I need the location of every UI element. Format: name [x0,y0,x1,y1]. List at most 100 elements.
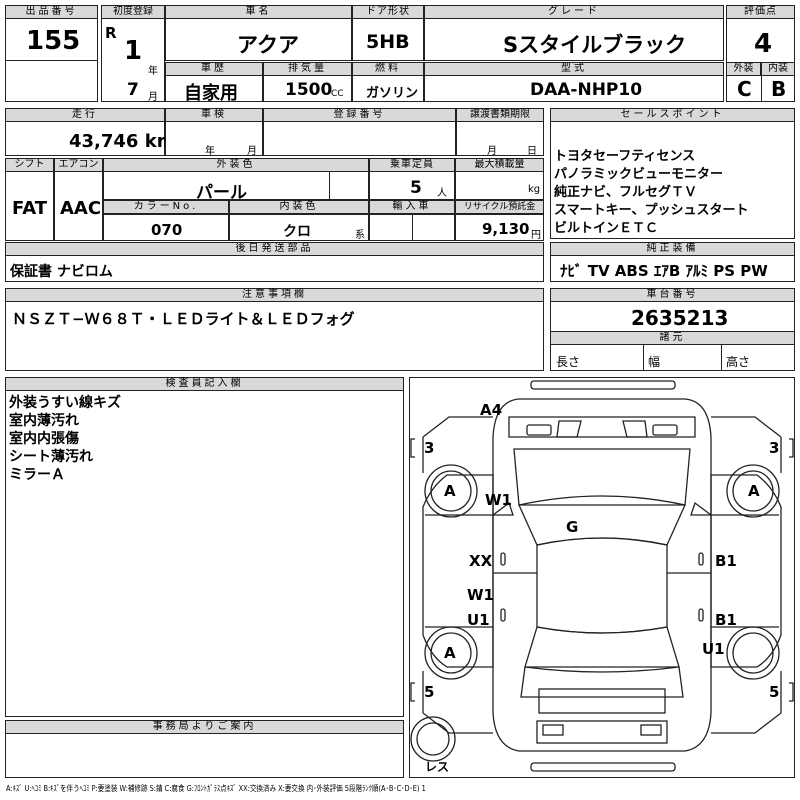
tread-fl: 3 [424,439,435,457]
overall-score: 4 [754,29,773,59]
sales-item: 純正ナビ、フルセグＴＶ [554,185,698,200]
ac-header: エアコン [54,158,103,172]
grade-header: グレード [424,5,724,19]
maxload-header: 最大積載量 [455,158,544,172]
tread-rl: 5 [424,683,435,701]
capacity-unit: 人 [437,188,447,199]
dims-header: 諸元 [550,331,795,345]
spare-label: レス [425,760,450,774]
sales-item: トヨタセーフティセンス [554,149,696,164]
ext-color-header: 外装色 [103,158,369,172]
reg-month: 7 [127,80,139,100]
car-diagram [410,380,794,772]
inspector-item: 室内薄汚れ [9,413,79,429]
notes-value: ＮＳＺＴ−Ｗ６８Ｔ・ＬＥＤライト＆ＬＥＤフォグ [12,310,355,328]
fuel-header: 燃料 [352,62,424,76]
label-a4: A4 [480,401,503,419]
ext-color-value: パール [196,183,247,203]
notes-header: 注意事項欄 [5,288,544,302]
later-parts-value: 保証書 ナビロム [10,264,113,280]
int-color-value: クロ [283,224,311,240]
shift-value: FAT [12,198,48,219]
sales-list: トヨタセーフティセンス パノラミックビューモニター 純正ナビ、フルセグＴＶ スマ… [554,148,748,238]
transfer-month-unit: 月 [487,146,497,157]
inspector-item: ミラーＡ [9,467,65,483]
genuine-value: ﾅﾋﾞ TV ABS ｴｱB ｱﾙﾐ PS PW [560,262,768,280]
inspection-header: 車検 [165,108,263,122]
cc-unit: CC [331,89,344,99]
import-header: 輸入車 [369,200,455,214]
int-color-box [229,214,369,241]
tire-rl-grade: A [444,644,456,662]
sales-item: ビルトインＥＴＣ [554,221,659,236]
int-score-header: 内装 [761,62,795,76]
year-unit: 年 [148,66,158,77]
sales-item: パノラミックビューモニター [554,167,724,182]
color-no-box [103,214,229,241]
fuel-value: ガソリン [366,86,419,101]
recycle-value: 9,130 [482,220,530,238]
maxload-unit: kg [528,184,541,195]
tread-rr: 5 [769,683,780,701]
history-header: 車歴 [165,62,263,76]
history-value: 自家用 [184,83,238,104]
sales-header: セールスポイント [550,108,795,122]
lot-header: 出品番号 [5,5,98,19]
recycle-header: リサイクル預託金 [455,200,544,214]
sales-item: スマートキー、プッシュスタート [554,203,749,218]
insp-year-unit: 年 [205,146,215,157]
shift-header: シフト [5,158,54,172]
int-score: B [771,77,787,101]
divider [5,60,98,61]
era: R [105,24,117,42]
later-parts-header: 後日発送部品 [5,242,544,256]
recycle-unit: 円 [531,230,541,241]
model-value: DAA-NHP10 [530,80,643,100]
label-u1-left: U1 [467,611,490,629]
int-color-header: 内装色 [229,200,369,214]
car-name-header: 車名 [165,5,352,19]
capacity-value: 5 [410,178,422,198]
inspector-item: 外装うすい線キズ [9,395,121,411]
reg-year: 1 [124,36,143,66]
legend: A:ｷｽﾞ U:ﾍｺﾐ B:ｷｽﾞを伴うﾍｺﾐ P:要塗装 W:補修跡 S:錆 … [6,784,426,793]
inspector-box [5,377,404,717]
label-g: G [566,518,579,536]
genuine-header: 純正装備 [550,242,795,256]
dims-width: 幅 [648,355,661,369]
inspector-header: 検査員記入欄 [5,377,404,391]
ext-score: C [737,77,752,101]
divider [721,345,722,371]
label-b1-top: B1 [715,552,737,570]
door-type: 5HB [366,31,410,53]
chassis-header: 車台番号 [550,288,795,302]
grade-value: Sスタイルブラック [503,33,687,57]
displacement-value: 1500 [285,80,333,100]
mileage-value: 43,746 km [69,131,176,152]
capacity-header: 乗車定員 [369,158,455,172]
insp-month-unit: 月 [247,146,257,157]
transfer-header: 譲渡書類期限 [456,108,544,122]
label-w1-mid: W1 [467,586,494,604]
inspector-list: 外装うすい線キズ 室内薄汚れ 室内内張傷 シート薄汚れ ミラーＡ [9,394,121,484]
lot-number: 155 [26,26,81,56]
door-header: ドア形状 [352,5,424,19]
office-header: 事務局よりご案内 [5,720,404,734]
score-header: 評価点 [726,5,795,19]
first-reg-box [101,5,165,102]
int-color-unit: 系 [355,230,365,241]
color-no-header: カラーNo. [103,200,229,214]
label-b1-bot: B1 [715,611,737,629]
mileage-header: 走行 [5,108,165,122]
regno-header: 登録番号 [263,108,456,122]
recycle-box [455,214,544,241]
tire-fl-grade: A [444,482,456,500]
car-name: アクア [237,33,299,57]
chassis-value: 2635213 [631,306,729,330]
label-xx: XX [469,552,493,570]
label-u1-right: U1 [702,640,725,658]
transfer-day-unit: 日 [527,146,537,157]
divider [329,172,330,200]
dims-height: 高さ [726,355,751,369]
month-unit: 月 [148,92,158,103]
